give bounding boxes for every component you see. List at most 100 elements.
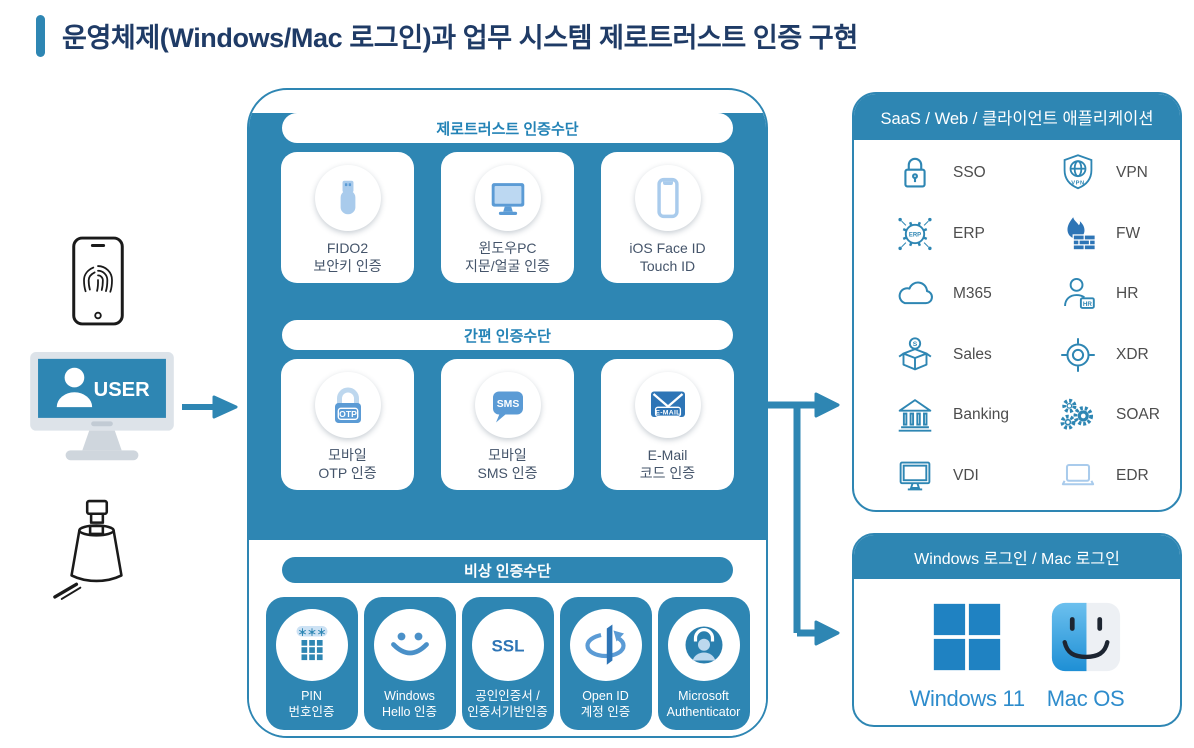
app-item-xdr: XDR xyxy=(1055,325,1180,386)
auth-card-email: E-MAIL E-Mail 코드 인증 xyxy=(601,359,734,490)
pin-pad-icon: ＊＊＊ xyxy=(275,609,348,681)
sales-icon: S xyxy=(892,332,938,378)
app-label: VPN xyxy=(1116,164,1148,182)
svg-text:S: S xyxy=(913,341,918,348)
auth-card-ios-phone: iOS Face ID Touch ID xyxy=(601,152,734,283)
auth-card-label: iOS Face ID Touch ID xyxy=(629,240,706,275)
auth-card-label: E-Mail 코드 인증 xyxy=(639,447,696,482)
app-item-vpn: VPN VPN xyxy=(1055,143,1180,204)
user-label: USER xyxy=(94,379,150,401)
os-panel-header-label: Windows 로그인 / Mac 로그인 xyxy=(914,551,1120,568)
os-label: Mac OS xyxy=(1046,686,1125,711)
apps-panel-header-label: SaaS / Web / 클라이언트 애플리케이션 xyxy=(880,110,1154,128)
app-item-sso: SSO xyxy=(892,143,1055,204)
app-item-erp: ERP ERP xyxy=(892,204,1055,265)
os-panel-header: Windows 로그인 / Mac 로그인 xyxy=(854,535,1180,579)
usb-key-icon xyxy=(314,165,381,231)
app-label: ERP xyxy=(953,224,985,242)
auth-card-win-pc: 윈도우PC 지문/얼굴 인증 xyxy=(441,152,574,283)
app-item-vdi: VDI xyxy=(892,446,1055,507)
email-icon: E-MAIL xyxy=(634,372,701,438)
os-item-windows: Windows 11 xyxy=(910,601,1025,712)
zero-trust-cards-row: FIDO2 보안키 인증 윈도우PC 지문/얼굴 인증 iOS Face ID … xyxy=(249,152,766,283)
ssl-icon: SSL xyxy=(471,609,544,681)
vpn-icon: VPN xyxy=(1055,150,1101,196)
sso-icon xyxy=(892,150,938,196)
os-login-panel: Windows 로그인 / Mac 로그인 Windows 11 Mac OS xyxy=(852,533,1182,727)
simple-cards-row: OTP 모바일 OTP 인증 SMS 모바일 SMS 인증 E-MAIL E-Mail… xyxy=(249,359,766,490)
auth-panel-white-area: 비상 인증수단 ＊＊＊ PIN 번호인증 Windows Hello 인증 SS… xyxy=(249,557,766,736)
bank-icon xyxy=(892,392,938,438)
fingerprint-phone-icon xyxy=(70,235,126,327)
apps-panel-header: SaaS / Web / 클라이언트 애플리케이션 xyxy=(854,94,1180,140)
app-label: Banking xyxy=(953,406,1010,424)
app-label: Sales xyxy=(953,345,992,363)
app-item-m365: M365 xyxy=(892,264,1055,325)
auth-card-label: 모바일 OTP 인증 xyxy=(318,447,377,482)
app-item-sales: S Sales xyxy=(892,325,1055,386)
app-label: XDR xyxy=(1116,345,1149,363)
auth-card-ssl: SSL 공인인증서 / 인증서기반인증 xyxy=(461,597,554,730)
section-header-emergency: 비상 인증수단 xyxy=(282,557,733,583)
section-header-label: 제로트러스트 인증수단 xyxy=(436,120,579,138)
auth-to-apps-connector-arrows xyxy=(764,390,850,652)
edr-icon xyxy=(1055,453,1101,499)
openid-icon xyxy=(569,609,642,681)
app-label: HR xyxy=(1116,285,1139,303)
svg-text:＊＊＊: ＊＊＊ xyxy=(297,628,326,639)
app-label: VDI xyxy=(953,466,979,484)
app-item-banking: Banking xyxy=(892,385,1055,446)
os-item-mac: Mac OS xyxy=(1047,601,1125,712)
section-header-zero-trust: 제로트러스트 인증수단 xyxy=(282,113,733,143)
auth-card-sms-bubble: SMS 모바일 SMS 인증 xyxy=(441,359,574,490)
svg-text:OTP: OTP xyxy=(339,409,357,419)
windows-logo-icon xyxy=(931,601,1003,678)
svg-text:HR: HR xyxy=(1083,301,1093,308)
auth-card-label: 공인인증서 / 인증서기반인증 xyxy=(467,689,548,719)
auth-card-smiley: Windows Hello 인증 xyxy=(363,597,456,730)
user-to-auth-arrow xyxy=(178,392,242,422)
win-pc-icon xyxy=(474,165,541,231)
smiley-icon xyxy=(373,609,446,681)
app-label: FW xyxy=(1116,224,1141,242)
hr-icon: HR xyxy=(1055,271,1101,317)
app-label: M365 xyxy=(953,285,992,303)
auth-card-usb-key: FIDO2 보안키 인증 xyxy=(281,152,414,283)
fw-icon xyxy=(1055,211,1101,257)
otp-lock-icon: OTP xyxy=(314,372,381,438)
soar-icon xyxy=(1055,392,1101,438)
app-item-hr: HR HR xyxy=(1055,264,1180,325)
ms-auth-icon xyxy=(667,609,740,681)
section-header-label: 간편 인증수단 xyxy=(464,327,551,345)
vdi-icon xyxy=(892,453,938,499)
apps-panel: SaaS / Web / 클라이언트 애플리케이션 SSO VPN VPN ERP… xyxy=(852,92,1182,512)
section-header-simple: 간편 인증수단 xyxy=(282,320,733,350)
app-item-soar: SOAR xyxy=(1055,385,1180,446)
svg-text:VPN: VPN xyxy=(1071,181,1085,187)
apps-grid: SSO VPN VPN ERP ERP FW M365 HR HR xyxy=(854,140,1180,506)
svg-text:SSL: SSL xyxy=(491,637,524,656)
auth-card-pin-pad: ＊＊＊ PIN 번호인증 xyxy=(265,597,358,730)
auth-panel-blue-area: 제로트러스트 인증수단 FIDO2 보안키 인증 윈도우PC 지문/얼굴 인증 … xyxy=(249,113,766,540)
svg-text:SMS: SMS xyxy=(496,399,519,410)
cloud-icon xyxy=(892,271,938,317)
usb-dock-icon xyxy=(50,498,142,602)
app-label: EDR xyxy=(1116,466,1149,484)
auth-card-label: Open ID 계정 인증 xyxy=(580,689,631,719)
xdr-icon xyxy=(1055,332,1101,378)
auth-card-label: 모바일 SMS 인증 xyxy=(477,447,538,482)
auth-card-label: Microsoft Authenticator xyxy=(666,689,741,719)
section-header-label: 비상 인증수단 xyxy=(464,562,551,580)
mac-logo-icon xyxy=(1050,601,1122,678)
app-label: SSO xyxy=(953,164,986,182)
auth-card-label: Windows Hello 인증 xyxy=(382,689,437,719)
page-title: 운영체제(Windows/Mac 로그인)과 업무 시스템 제로트러스트 인증 … xyxy=(62,23,858,53)
svg-text:E-MAIL: E-MAIL xyxy=(655,409,680,416)
os-logos-row: Windows 11 Mac OS xyxy=(854,579,1180,712)
auth-methods-panel: 제로트러스트 인증수단 FIDO2 보안키 인증 윈도우PC 지문/얼굴 인증 … xyxy=(247,88,768,738)
auth-card-label: PIN 번호인증 xyxy=(288,689,335,719)
title-accent-bar xyxy=(36,15,45,57)
erp-icon: ERP xyxy=(892,211,938,257)
app-label: SOAR xyxy=(1116,406,1160,424)
